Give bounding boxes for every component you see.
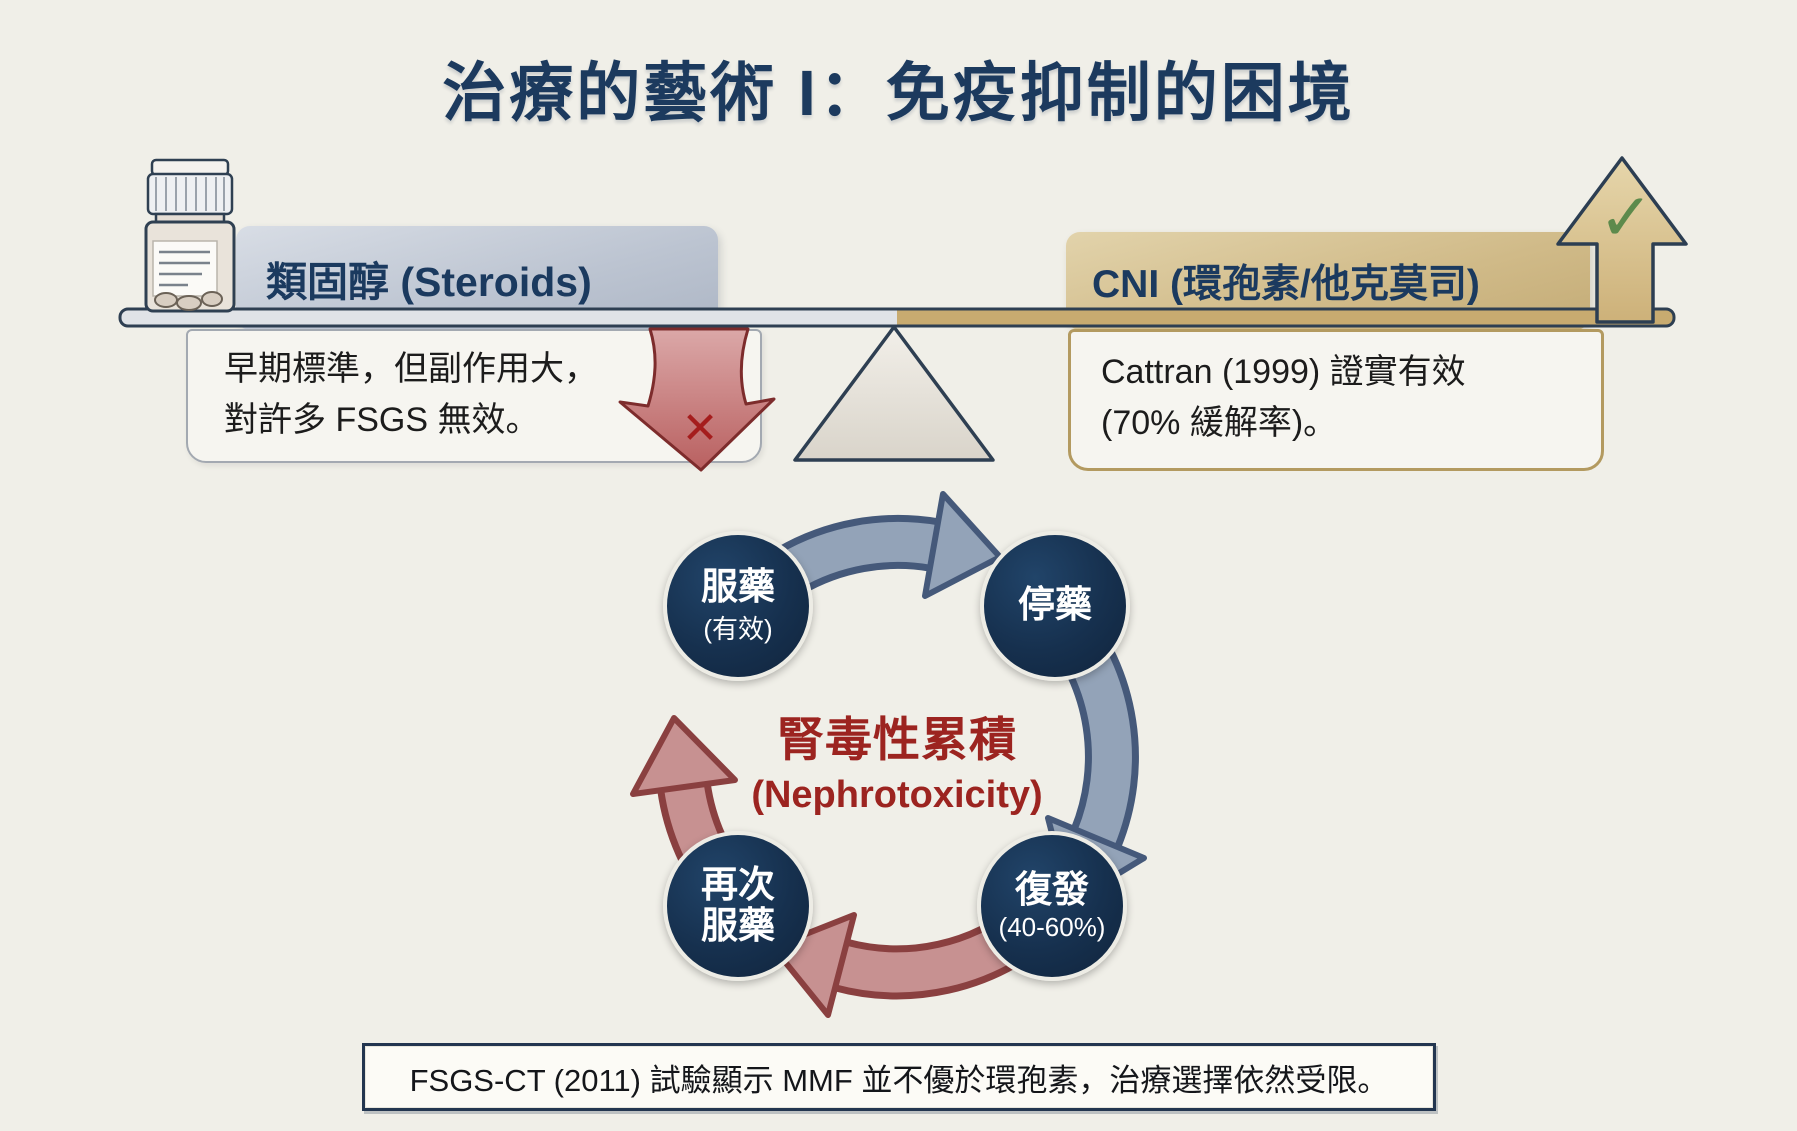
page-title: 治療的藝術 I：免疫抑制的困境 xyxy=(442,57,1355,129)
nephrotoxicity-subtitle: (Nephrotoxicity) xyxy=(751,774,1043,816)
nephrotoxicity-label: 腎毒性累積 (Nephrotoxicity) xyxy=(622,701,1172,817)
cni-header-label: CNI (環孢素/他克莫司) xyxy=(1092,263,1480,306)
cycle-node-medication-effective: 服藥 (有效) xyxy=(663,531,813,681)
cni-description-text: Cattran (1999) 證實有效 (70% 緩解率)。 xyxy=(1101,353,1466,442)
cycle-node-relapse: 復發 (40-60%) xyxy=(977,831,1127,981)
cycle-node-label: 服藥 xyxy=(701,565,775,607)
nephrotoxicity-title: 腎毒性累積 xyxy=(777,713,1017,766)
cycle-node-stop-medication: 停藥 xyxy=(980,531,1130,681)
cycle-node-label: 復發 xyxy=(1015,868,1089,910)
cni-description-box: Cattran (1999) 證實有效 (70% 緩解率)。 xyxy=(1068,329,1604,471)
pill-bottle-icon xyxy=(144,158,236,313)
cycle-node-retake-medication: 再次 服藥 xyxy=(663,831,813,981)
steroids-header-box: 類固醇 (Steroids) xyxy=(236,226,718,330)
steroids-description-text: 早期標準，但副作用大， 對許多 FSGS 無效。 xyxy=(224,350,598,439)
cycle-node-sublabel: (40-60%) xyxy=(998,912,1106,943)
cycle-node-sublabel: (有效) xyxy=(703,614,773,645)
footer-note-box: FSGS-CT (2011) 試驗顯示 MMF 並不優於環孢素，治療選擇依然受限… xyxy=(362,1043,1436,1111)
steroids-header-label: 類固醇 (Steroids) xyxy=(266,259,592,305)
steroids-description-box: 早期標準，但副作用大， 對許多 FSGS 無效。 xyxy=(186,329,762,463)
cycle-arrow-top-icon xyxy=(776,491,1003,599)
cycle-node-label: 再次 服藥 xyxy=(701,863,775,946)
check-icon: ✓ xyxy=(1598,180,1653,254)
cni-header-box: CNI (環孢素/他克莫司) xyxy=(1066,232,1590,330)
footer-note-text: FSGS-CT (2011) 試驗顯示 MMF 並不優於環孢素，治療選擇依然受限… xyxy=(409,1062,1389,1098)
fulcrum-triangle-icon xyxy=(793,325,995,462)
cycle-node-label: 停藥 xyxy=(1018,584,1092,626)
